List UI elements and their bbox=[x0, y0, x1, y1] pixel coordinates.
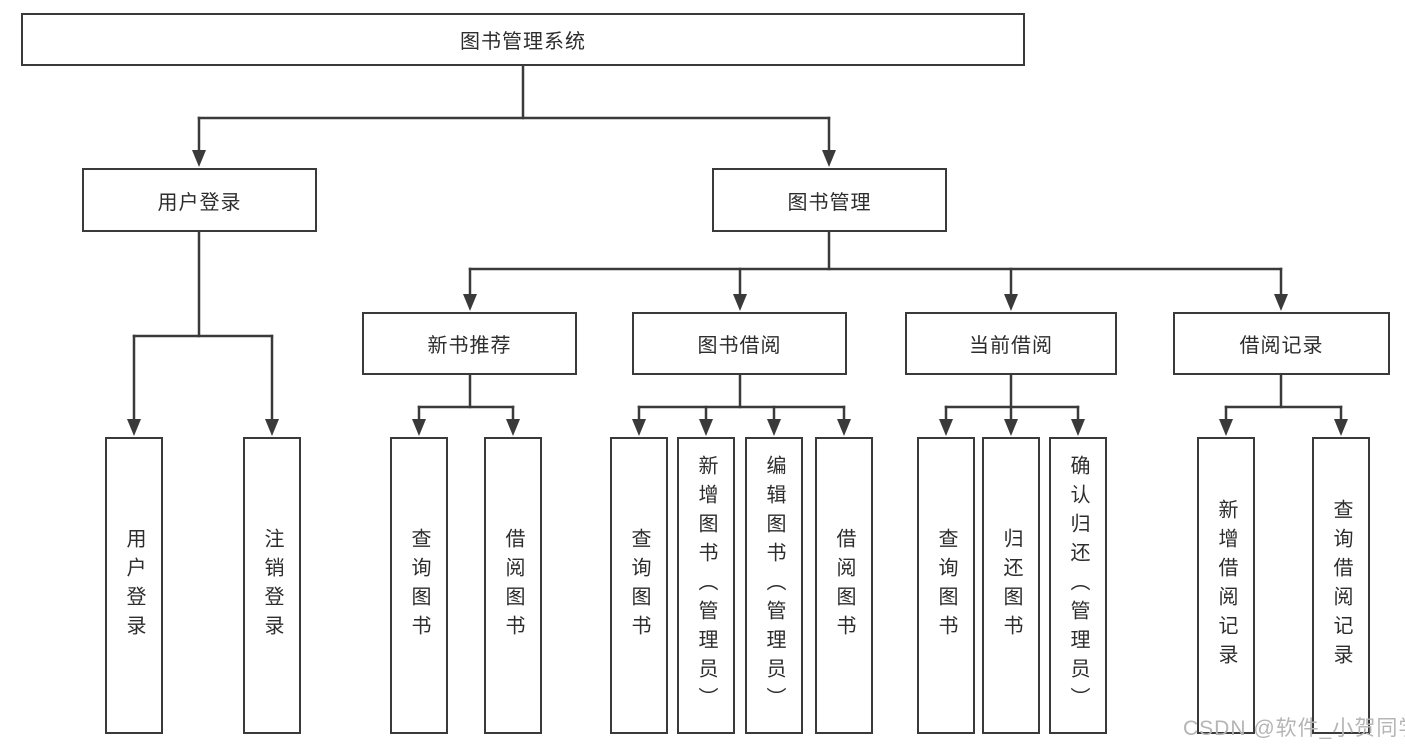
node-new-book-recommend: 新书推荐 bbox=[362, 312, 577, 375]
node-label: 用户登录 bbox=[123, 527, 145, 644]
node-leaf-borrow-books: 借阅图书 bbox=[815, 437, 873, 734]
node-leaf-query-books: 查询图书 bbox=[917, 437, 975, 734]
node-leaf-return-books: 归还图书 bbox=[982, 437, 1040, 734]
node-user-login: 用户登录 bbox=[82, 168, 317, 232]
node-leaf-query-borrow-record: 查询借阅记录 bbox=[1312, 437, 1370, 734]
node-label: 当前借阅 bbox=[969, 335, 1053, 357]
node-label: 注销登录 bbox=[261, 527, 283, 644]
node-label: 编辑图书（管理员） bbox=[763, 455, 785, 716]
node-label: 图书借阅 bbox=[697, 335, 782, 357]
node-label: 图书管理 bbox=[787, 191, 872, 214]
node-label: 确认归还（管理员） bbox=[1067, 455, 1089, 716]
node-label: 借阅图书 bbox=[502, 527, 524, 644]
node-label: 查询借阅记录 bbox=[1330, 498, 1352, 673]
node-label: 查询图书 bbox=[408, 527, 430, 644]
node-borrow-records: 借阅记录 bbox=[1173, 312, 1390, 375]
node-leaf-user-login: 用户登录 bbox=[105, 437, 163, 734]
node-library-system: 图书管理系统 bbox=[21, 13, 1025, 66]
csdn-watermark: CSDN @软件_小贺同学 bbox=[1183, 717, 1405, 740]
node-leaf-confirm-return-admin: 确认归还（管理员） bbox=[1049, 437, 1107, 734]
node-label: 用户登录 bbox=[157, 191, 242, 214]
node-book-borrowing: 图书借阅 bbox=[632, 312, 847, 375]
node-current-borrowing: 当前借阅 bbox=[905, 312, 1117, 375]
node-label: 查询图书 bbox=[935, 527, 957, 644]
node-label: 归还图书 bbox=[1000, 527, 1022, 644]
node-book-management: 图书管理 bbox=[712, 168, 947, 232]
node-leaf-add-book-admin: 新增图书（管理员） bbox=[677, 437, 735, 734]
node-label: 图书管理系统 bbox=[460, 31, 586, 53]
node-leaf-add-borrow-record: 新增借阅记录 bbox=[1197, 437, 1255, 734]
node-label: 新增借阅记录 bbox=[1215, 498, 1237, 673]
node-label: 查询图书 bbox=[628, 527, 650, 644]
node-leaf-query-books: 查询图书 bbox=[610, 437, 668, 734]
node-leaf-borrow-books: 借阅图书 bbox=[484, 437, 542, 734]
node-label: 借阅记录 bbox=[1239, 335, 1324, 357]
node-leaf-query-books: 查询图书 bbox=[390, 437, 448, 734]
node-leaf-edit-book-admin: 编辑图书（管理员） bbox=[745, 437, 803, 734]
node-leaf-logout: 注销登录 bbox=[243, 437, 301, 734]
node-label: 新增图书（管理员） bbox=[695, 455, 717, 716]
node-label: 借阅图书 bbox=[833, 527, 855, 644]
node-label: 新书推荐 bbox=[427, 335, 512, 357]
